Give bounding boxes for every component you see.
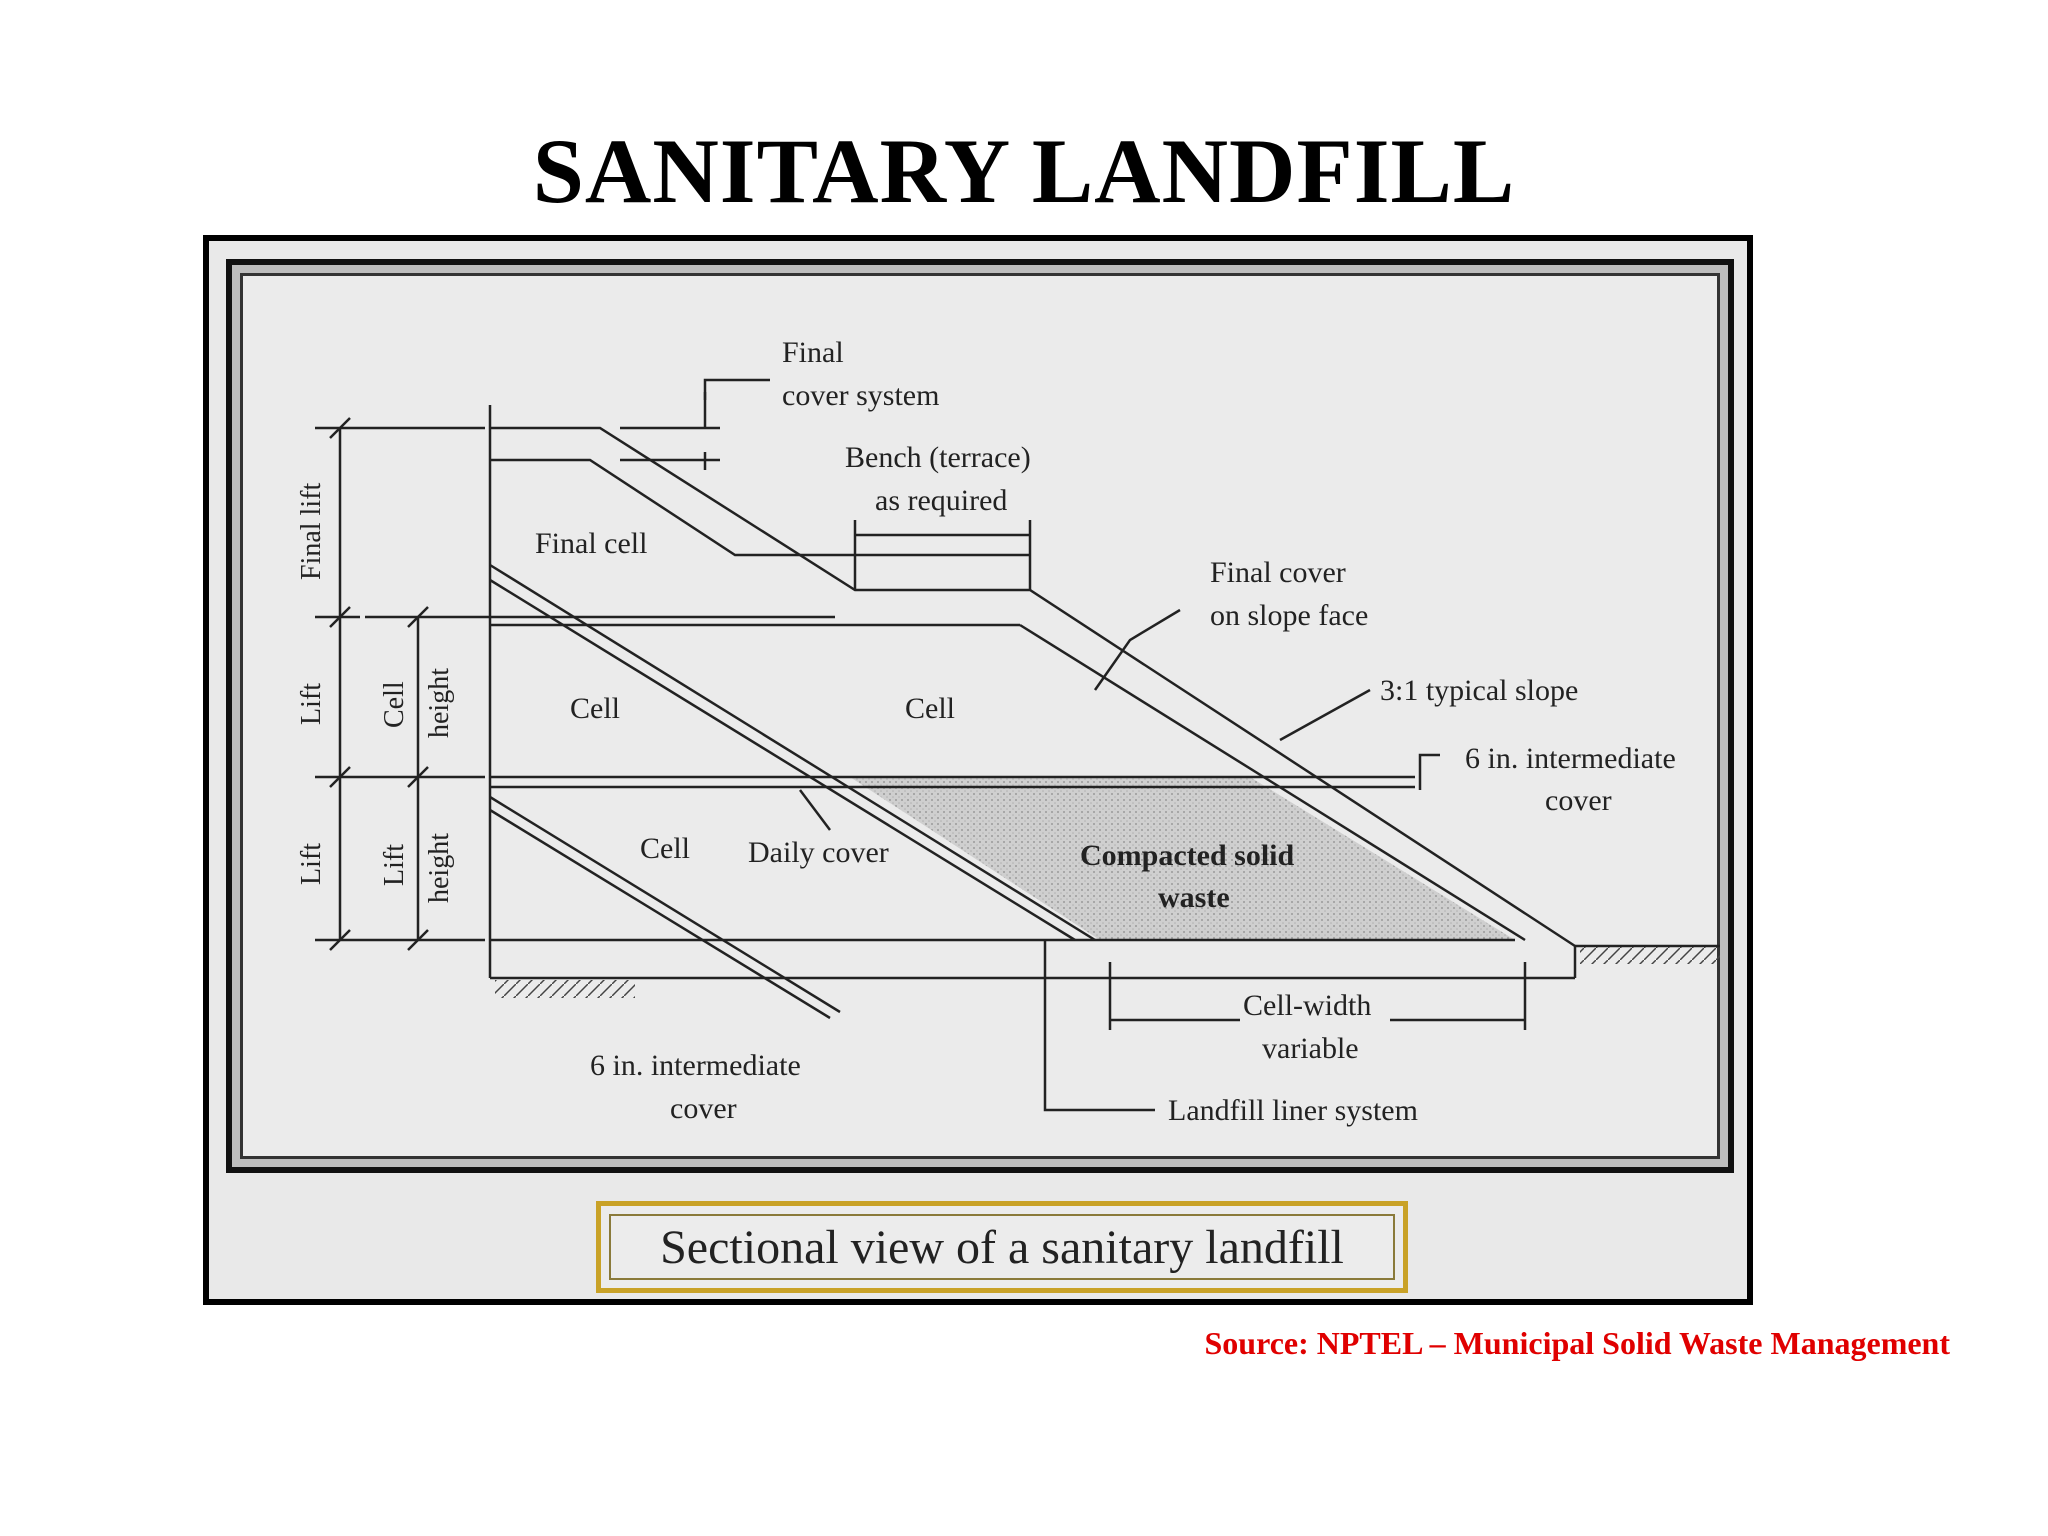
label-liner: Landfill liner system — [1168, 1094, 1418, 1127]
label-bench-1: Bench (terrace) — [845, 441, 1031, 474]
label-compacted-2: waste — [1158, 881, 1230, 914]
label-final-cover-slope-2: on slope face — [1210, 599, 1368, 632]
label-cell-right: Cell — [905, 692, 955, 725]
caption-text: Sectional view of a sanitary landfill — [660, 1220, 1344, 1274]
label-lift-lower: Lift — [296, 843, 327, 885]
label-lift-upper: Lift — [296, 683, 327, 725]
label-intermediate-bottom-1: 6 in. intermediate — [590, 1049, 801, 1082]
daily-cover-upper-2 — [489, 578, 1076, 942]
label-typical-slope: 3:1 typical slope — [1380, 674, 1578, 707]
label-cell-width-2: variable — [1262, 1032, 1359, 1065]
caption-inner: Sectional view of a sanitary landfill — [609, 1214, 1395, 1280]
label-final-lift: Final lift — [296, 483, 327, 580]
caption-box: Sectional view of a sanitary landfill — [596, 1201, 1408, 1293]
page-title: SANITARY LANDFILL — [532, 120, 1516, 222]
final-cover-bottom — [490, 458, 855, 557]
label-daily-cover: Daily cover — [748, 836, 889, 869]
label-cell-bottom: Cell — [640, 832, 690, 865]
source-credit: Source: NPTEL – Municipal Solid Waste Ma… — [1204, 1325, 1950, 1361]
label-compacted-1: Compacted solid — [1080, 839, 1294, 872]
compacted-waste-area — [850, 777, 1515, 940]
label-lift-height-1: Lift — [379, 844, 410, 886]
label-cell-left: Cell — [570, 692, 620, 725]
daily-cover-lower-2 — [489, 808, 831, 1020]
daily-cover-lower-1 — [489, 795, 841, 1014]
label-intermediate-right-1: 6 in. intermediate — [1465, 742, 1676, 775]
label-final-cover-system-1: Final — [782, 336, 844, 369]
label-cell-height-2: height — [424, 668, 455, 738]
daily-cover-upper-1 — [489, 563, 1096, 942]
ground-right — [1580, 946, 1720, 964]
label-final-cover-system-2: cover system — [782, 379, 939, 412]
label-cell-width-1: Cell-width — [1243, 989, 1371, 1022]
label-cell-height-1: Cell — [379, 681, 410, 728]
ground-left — [495, 980, 635, 998]
label-lift-height-2: height — [424, 833, 455, 903]
label-intermediate-right-2: cover — [1545, 784, 1612, 817]
label-final-cell: Final cell — [535, 527, 647, 560]
label-intermediate-bottom-2: cover — [670, 1092, 737, 1125]
label-bench-2: as required — [875, 484, 1007, 517]
label-final-cover-slope-1: Final cover — [1210, 556, 1346, 589]
diagram-panel — [240, 273, 1720, 1159]
